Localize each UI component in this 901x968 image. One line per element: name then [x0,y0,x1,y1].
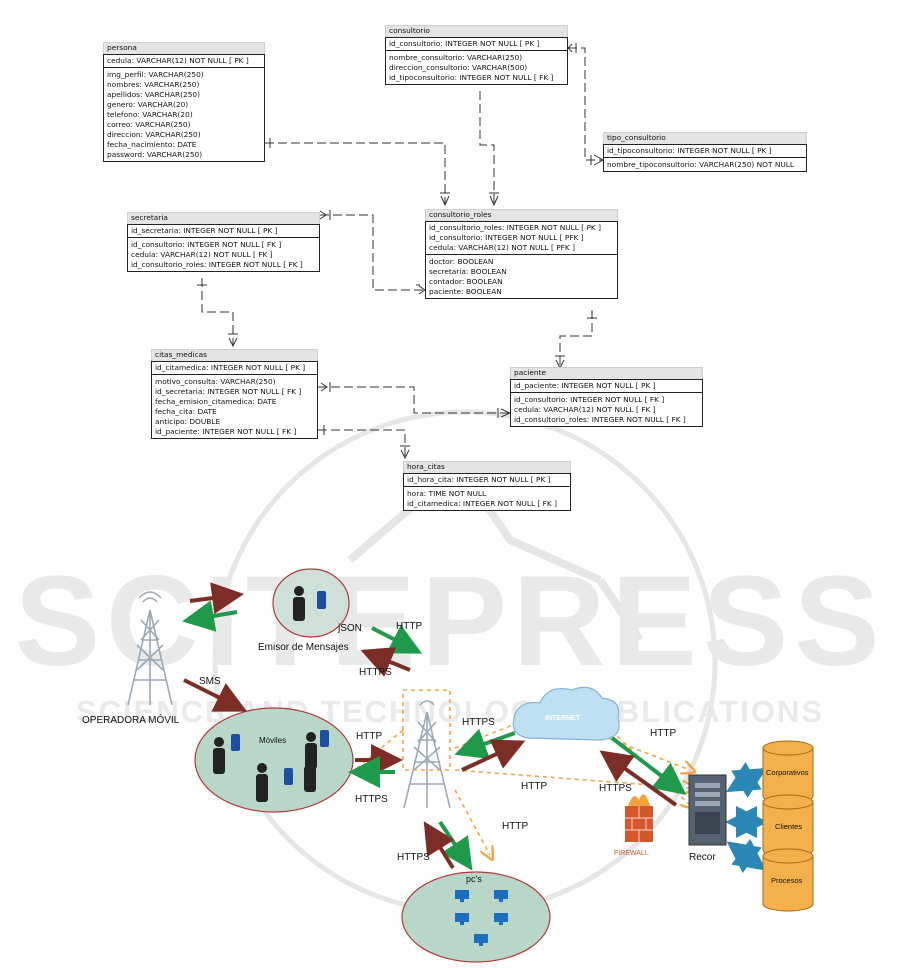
pk-row: id_consultorio: INTEGER NOT NULL [ PK ] [386,38,567,51]
column: apellidos: VARCHAR(250) [107,90,201,99]
person-icon [293,586,305,621]
pk-row: cedula: VARCHAR(12) NOT NULL [ PFK ] [429,243,575,252]
central-tower-icon [403,700,451,809]
pk-row: id_consultorio_roles: INTEGER NOT NULL [… [429,223,601,232]
table-consultorio-roles: consultorio_roles id_consultorio_roles: … [425,209,618,299]
http-label: HTTP [521,781,548,792]
column: contador: BOOLEAN [429,277,503,286]
column: fecha_emision_citamedica: DATE [155,397,277,406]
firewall-label: FIREWALL [614,850,649,857]
internet-label: INTERNET [545,715,580,722]
pc-icon [455,890,508,946]
server-label: Recor [689,852,716,863]
table-hora-citas: hora_citas id_hora_cita: INTEGER NOT NUL… [403,461,571,511]
column: correo: VARCHAR(250) [107,120,191,129]
column: id_tipoconsultorio: INTEGER NOT NULL [ F… [389,73,554,82]
column: password: VARCHAR(250) [107,150,203,159]
phone-icon [231,730,329,785]
column: telefono: VARCHAR(20) [107,110,193,119]
column: anticipo: DOUBLE [155,417,221,426]
pcs-label: pc's [466,874,482,884]
internet-cloud-icon [512,686,620,741]
column: genero: VARCHAR(20) [107,100,189,109]
https-label: HTTPS [599,783,632,794]
column: id_secretaria: INTEGER NOT NULL [ FK ] [155,387,302,396]
pcs-blob [401,871,551,963]
https-label: HTTPS [462,717,495,728]
database-icon [762,740,814,912]
table-name: consultorio [385,25,568,37]
firewall-icon [625,794,653,842]
sms-label: SMS [199,676,221,687]
phone-icon [317,591,326,609]
https-label: HTTPS [359,667,392,678]
column: direccion_consultorio: VARCHAR(500) [389,63,528,72]
json-label: jSON [338,623,362,634]
https-label: HTTPS [355,794,388,805]
pk-row: id_citamedica: INTEGER NOT NULL [ PK ] [152,362,317,375]
column: cedula: VARCHAR(12) NOT NULL [ FK ] [131,250,273,259]
table-name: hora_citas [403,461,571,473]
http-label: HTTP [650,728,677,739]
db-label: Corporativos [766,768,809,777]
table-paciente: paciente id_paciente: INTEGER NOT NULL [… [510,367,703,427]
table-citas-medicas: citas_medicas id_citamedica: INTEGER NOT… [151,349,318,439]
column: doctor: BOOLEAN [429,257,494,266]
http-label: HTTP [356,731,383,742]
column: nombre_tipoconsultorio: VARCHAR(250) NOT… [607,160,795,169]
table-tipo-consultorio: tipo_consultorio id_tipoconsultorio: INT… [603,132,807,172]
column: nombres: VARCHAR(250) [107,80,200,89]
table-secretaria: secretaria id_secretaria: INTEGER NOT NU… [127,212,320,272]
column: secretaria: BOOLEAN [429,267,507,276]
column: id_citamedica: INTEGER NOT NULL [ FK ] [407,499,557,508]
column: motivo_consulta: VARCHAR(250) [155,377,276,386]
operadora-label: OPERADORA MÓVIL [82,715,180,726]
column: fecha_nacimiento: DATE [107,140,197,149]
https-label: HTTPS [397,852,430,863]
column: id_consultorio_roles: INTEGER NOT NULL [… [131,260,303,269]
column: id_consultorio: INTEGER NOT NULL [ FK ] [131,240,282,249]
table-persona: persona cedula: VARCHAR(12) NOT NULL [ P… [103,42,265,162]
column: fecha_cita: DATE [155,407,217,416]
pk-row: id_paciente: INTEGER NOT NULL [ PK ] [511,380,702,393]
column: id_consultorio_roles: INTEGER NOT NULL [… [514,415,686,424]
table-name: tipo_consultorio [603,132,807,144]
table-name: secretaria [127,212,320,224]
operadora-tower-icon [127,591,173,706]
http-label: HTTP [502,821,529,832]
table-consultorio: consultorio id_consultorio: INTEGER NOT … [385,25,568,85]
column: cedula: VARCHAR(12) NOT NULL [ FK ] [514,405,656,414]
pk-row: id_consultorio: INTEGER NOT NULL [ PFK ] [429,233,584,242]
pk-row: cedula: VARCHAR(12) NOT NULL [ PK ] [104,55,264,68]
column: id_paciente: INTEGER NOT NULL [ FK ] [155,427,297,436]
table-name: consultorio_roles [425,209,618,221]
table-name: paciente [510,367,703,379]
server-icon [688,774,727,846]
column: paciente: BOOLEAN [429,287,502,296]
person-icon [213,732,317,802]
column: img_perfil: VARCHAR(250) [107,70,204,79]
column: id_consultorio: INTEGER NOT NULL [ FK ] [514,395,665,404]
pk-row: id_hora_cita: INTEGER NOT NULL [ PK ] [404,474,570,487]
table-name: persona [103,42,265,54]
http-label: HTTP [396,621,423,632]
db-label: Procesos [771,876,803,885]
pk-row: id_secretaria: INTEGER NOT NULL [ PK ] [128,225,319,238]
table-name: citas_medicas [151,349,318,361]
column: nombre_consultorio: VARCHAR(250) [389,53,523,62]
db-label: Clientes [775,822,803,831]
moviles-label: Móviles [259,736,287,745]
column: hora: TIME NOT NULL [407,489,487,498]
emisor-label: Emisor de Mensajes [258,642,349,653]
column: direccion: VARCHAR(250) [107,130,201,139]
emisor-blob [272,568,350,638]
pk-row: id_tipoconsultorio: INTEGER NOT NULL [ P… [604,145,806,158]
